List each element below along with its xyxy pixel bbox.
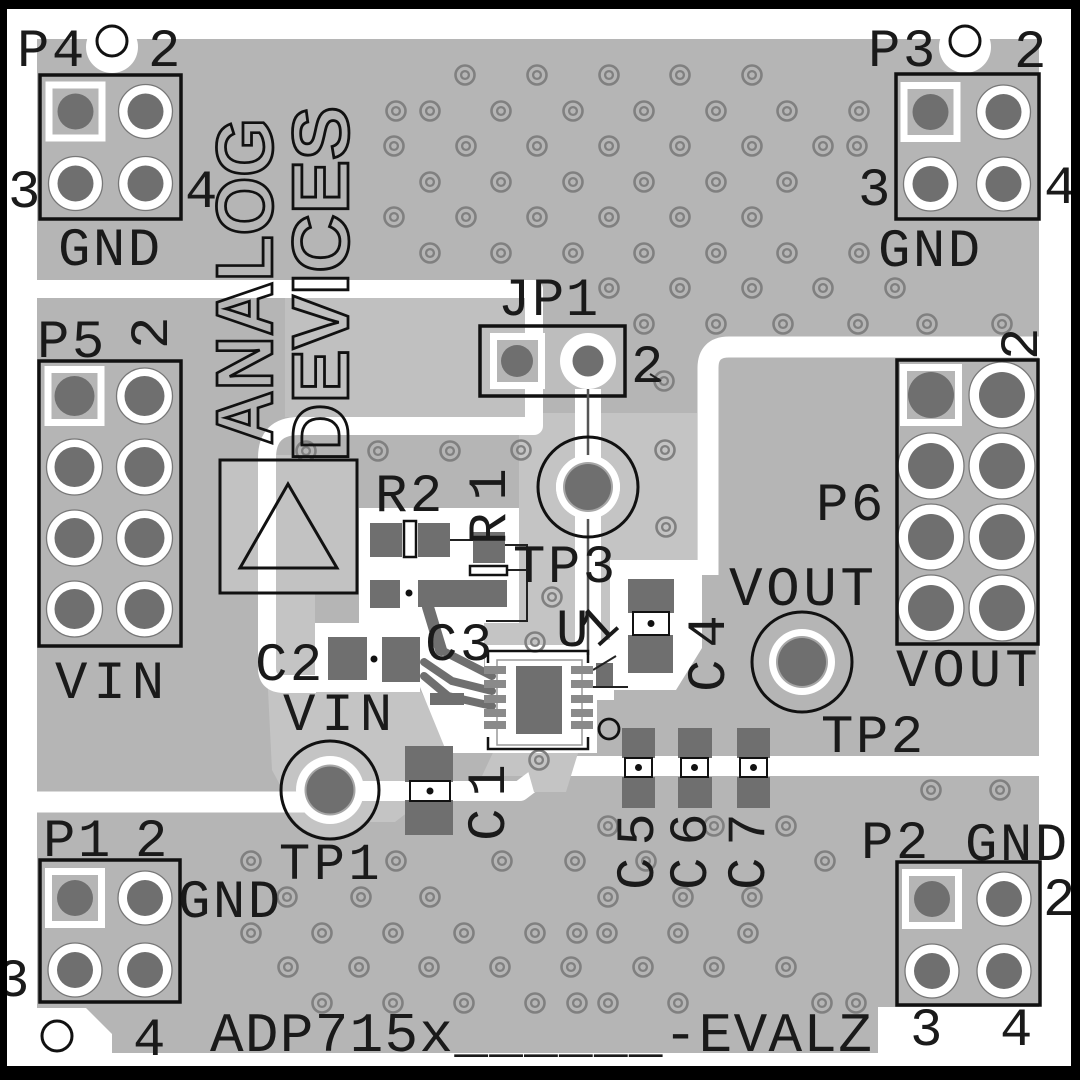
svg-text:2: 2 (1043, 871, 1078, 932)
svg-text:2: 2 (123, 314, 184, 349)
svg-text:U: U (556, 602, 588, 663)
svg-text:3: 3 (8, 163, 43, 224)
svg-text:C7: C7 (720, 801, 781, 890)
svg-text:2: 2 (631, 338, 666, 399)
svg-text:VOUT: VOUT (896, 642, 1042, 703)
svg-text:R1: R1 (461, 456, 522, 545)
svg-text:C5: C5 (609, 801, 670, 890)
svg-text:P6: P6 (816, 476, 886, 537)
svg-text:GND: GND (58, 221, 163, 282)
svg-text:4: 4 (1000, 1001, 1035, 1062)
svg-text:C2: C2 (255, 636, 325, 697)
svg-text:3: 3 (858, 161, 893, 222)
svg-text:4: 4 (133, 1011, 168, 1072)
svg-text:P5: P5 (37, 313, 107, 374)
svg-text:ADP715x______-EVALZ: ADP715x______-EVALZ (210, 1004, 873, 1068)
svg-text:JP1: JP1 (498, 271, 600, 332)
svg-text:TP2: TP2 (821, 708, 926, 769)
svg-text:3: 3 (910, 1001, 945, 1062)
svg-text:VIN: VIN (55, 654, 170, 715)
svg-text:ANALOG: ANALOG (200, 118, 289, 445)
svg-text:2: 2 (1014, 23, 1049, 84)
svg-text:DEVICES: DEVICES (276, 106, 365, 462)
svg-text:P3: P3 (868, 22, 938, 83)
svg-text:VOUT: VOUT (729, 558, 877, 622)
svg-text:2: 2 (993, 325, 1054, 360)
svg-text:C1: C1 (460, 752, 521, 841)
svg-text:P4: P4 (17, 22, 87, 83)
svg-text:P1: P1 (43, 812, 113, 873)
svg-text:GND: GND (878, 222, 983, 283)
svg-text:2: 2 (148, 22, 183, 83)
svg-text:GND: GND (965, 816, 1070, 877)
svg-text:TP1: TP1 (279, 836, 383, 895)
svg-text:P2: P2 (861, 814, 931, 875)
svg-text:C4: C4 (680, 603, 741, 692)
svg-text:C6: C6 (662, 801, 723, 890)
svg-text:2: 2 (135, 812, 170, 873)
svg-text:R2: R2 (375, 467, 445, 528)
svg-text:TP3: TP3 (513, 538, 618, 599)
svg-text:VIN: VIN (283, 686, 398, 747)
svg-text:4: 4 (185, 163, 220, 224)
svg-text:GND: GND (178, 873, 283, 934)
svg-text:C3: C3 (425, 616, 495, 677)
